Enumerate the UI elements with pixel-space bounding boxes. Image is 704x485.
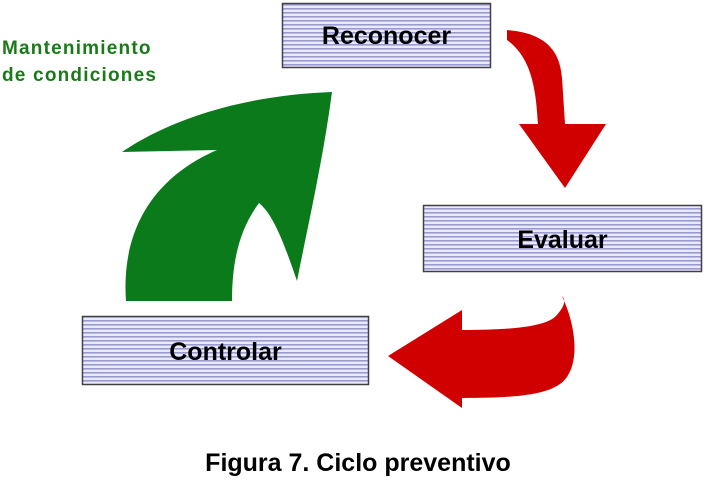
arrow-evaluar-to-controlar: [388, 296, 575, 408]
maintenance-label: Mantenimiento de condiciones: [2, 35, 157, 89]
box-reconocer-label: Reconocer: [322, 22, 451, 50]
box-reconocer-background: [281, 2, 492, 69]
box-evaluar-label: Evaluar: [517, 226, 608, 254]
figure-caption: Figura 7. Ciclo preventivo: [205, 449, 511, 477]
box-controlar-label: Controlar: [169, 338, 282, 366]
arrow-controlar-to-reconocer: [122, 92, 332, 301]
maintenance-label-line2: de condiciones: [2, 65, 158, 86]
box-controlar: Controlar: [81, 315, 370, 386]
arrow-reconocer-to-evaluar: [507, 30, 606, 188]
box-reconocer: Reconocer: [281, 2, 492, 69]
box-evaluar: Evaluar: [422, 204, 703, 273]
box-evaluar-background: [422, 204, 703, 273]
box-controlar-background: [81, 315, 370, 386]
maintenance-label-line1: Mantenimiento: [2, 38, 152, 59]
